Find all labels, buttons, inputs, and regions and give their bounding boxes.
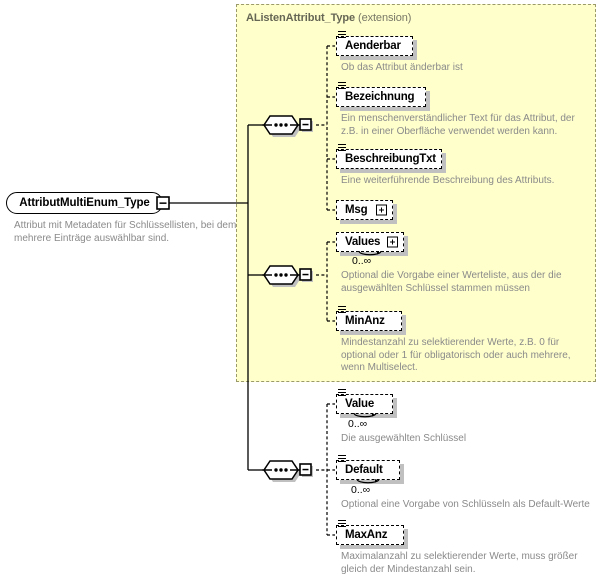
node-frame: [336, 36, 413, 56]
element-node-msg[interactable]: Msg: [336, 200, 397, 224]
element-label: Value: [345, 398, 375, 410]
root-type-description: Attribut mit Metadaten für Schlüssellist…: [14, 220, 237, 244]
element-label: BeschreibungTxt: [345, 153, 436, 165]
element-node-values[interactable]: Values: [336, 232, 408, 256]
node-frame: [336, 394, 393, 414]
element-description-value: Die ausgewählten Schlüssel: [341, 433, 467, 444]
extension-group-type-name: AListenAttribut_Type: [246, 12, 356, 24]
node-frame: [336, 311, 402, 331]
sequence-compositor-1[interactable]: [262, 112, 316, 138]
extension-group-box: [236, 4, 596, 382]
element-node-bezeichnung[interactable]: Bezeichnung: [336, 82, 430, 111]
attribute-lines-icon: [338, 389, 347, 397]
attribute-lines-icon: [338, 31, 347, 39]
element-label: Bezeichnung: [345, 91, 415, 103]
element-label: MaxAnz: [345, 529, 388, 541]
attribute-lines-icon: [338, 306, 347, 314]
element-label: MinAnz: [345, 315, 385, 327]
element-description-aenderbar: Ob das Attribut änderbar ist: [341, 62, 463, 73]
attribute-lines-icon: [338, 144, 347, 152]
sequence-compositor-3[interactable]: [262, 457, 316, 483]
element-label: Msg: [345, 204, 368, 216]
repeat-loop-icon: [352, 412, 377, 418]
expand-plus-icon[interactable]: [387, 236, 398, 248]
element-label: Aenderbar: [345, 40, 401, 52]
element-node-aenderbar[interactable]: Aenderbar: [336, 31, 417, 60]
element-node-minanz[interactable]: MinAnz: [336, 306, 406, 335]
attribute-lines-icon: [338, 82, 347, 90]
element-label: Default: [345, 464, 383, 476]
attribute-lines-icon: [338, 520, 347, 528]
cardinality-default: 0..∞: [351, 484, 371, 496]
root-type-node[interactable]: AttributMultiEnum_Type: [6, 192, 163, 214]
expand-plus-icon[interactable]: [376, 204, 387, 216]
element-node-maxanz[interactable]: MaxAnz: [336, 520, 408, 549]
element-description-beschreibungtxt: Eine weiterführende Beschreibung des Att…: [341, 175, 555, 186]
element-description-maxanz: Maximalanzahl zu selektierender Werte, m…: [341, 551, 578, 575]
element-description-bezeichnung: Ein menschenverständlicher Text für das …: [341, 113, 575, 137]
repeat-loop-icon: [358, 250, 382, 256]
root-collapse-toggle[interactable]: [156, 196, 171, 211]
cardinality-values: 0..∞: [352, 255, 372, 267]
element-description-minanz: Mindestanzahl zu selektierender Werte, z…: [341, 337, 571, 373]
element-node-beschreibungtxt[interactable]: BeschreibungTxt: [336, 144, 446, 173]
extension-group-qualifier: (extension): [358, 12, 412, 24]
element-label: Values: [345, 236, 381, 248]
element-description-default: Optional eine Vorgabe von Schlüsseln als…: [341, 499, 590, 510]
sequence-compositor-2[interactable]: [262, 262, 316, 288]
node-frame: [336, 87, 426, 107]
element-node-value[interactable]: Value: [336, 389, 397, 418]
root-type-label: AttributMultiEnum_Type: [19, 197, 150, 209]
node-frame: [336, 149, 442, 169]
repeat-loop-icon: [356, 478, 380, 484]
extension-group-title: AListenAttribut_Type (extension): [246, 12, 411, 24]
element-node-default[interactable]: Default: [336, 455, 404, 484]
attribute-lines-icon: [338, 455, 347, 463]
element-description-values: Optional die Vorgabe einer Werteliste, a…: [341, 270, 562, 294]
cardinality-value: 0..∞: [348, 418, 368, 430]
node-frame: [336, 460, 400, 480]
node-frame: [336, 525, 404, 545]
